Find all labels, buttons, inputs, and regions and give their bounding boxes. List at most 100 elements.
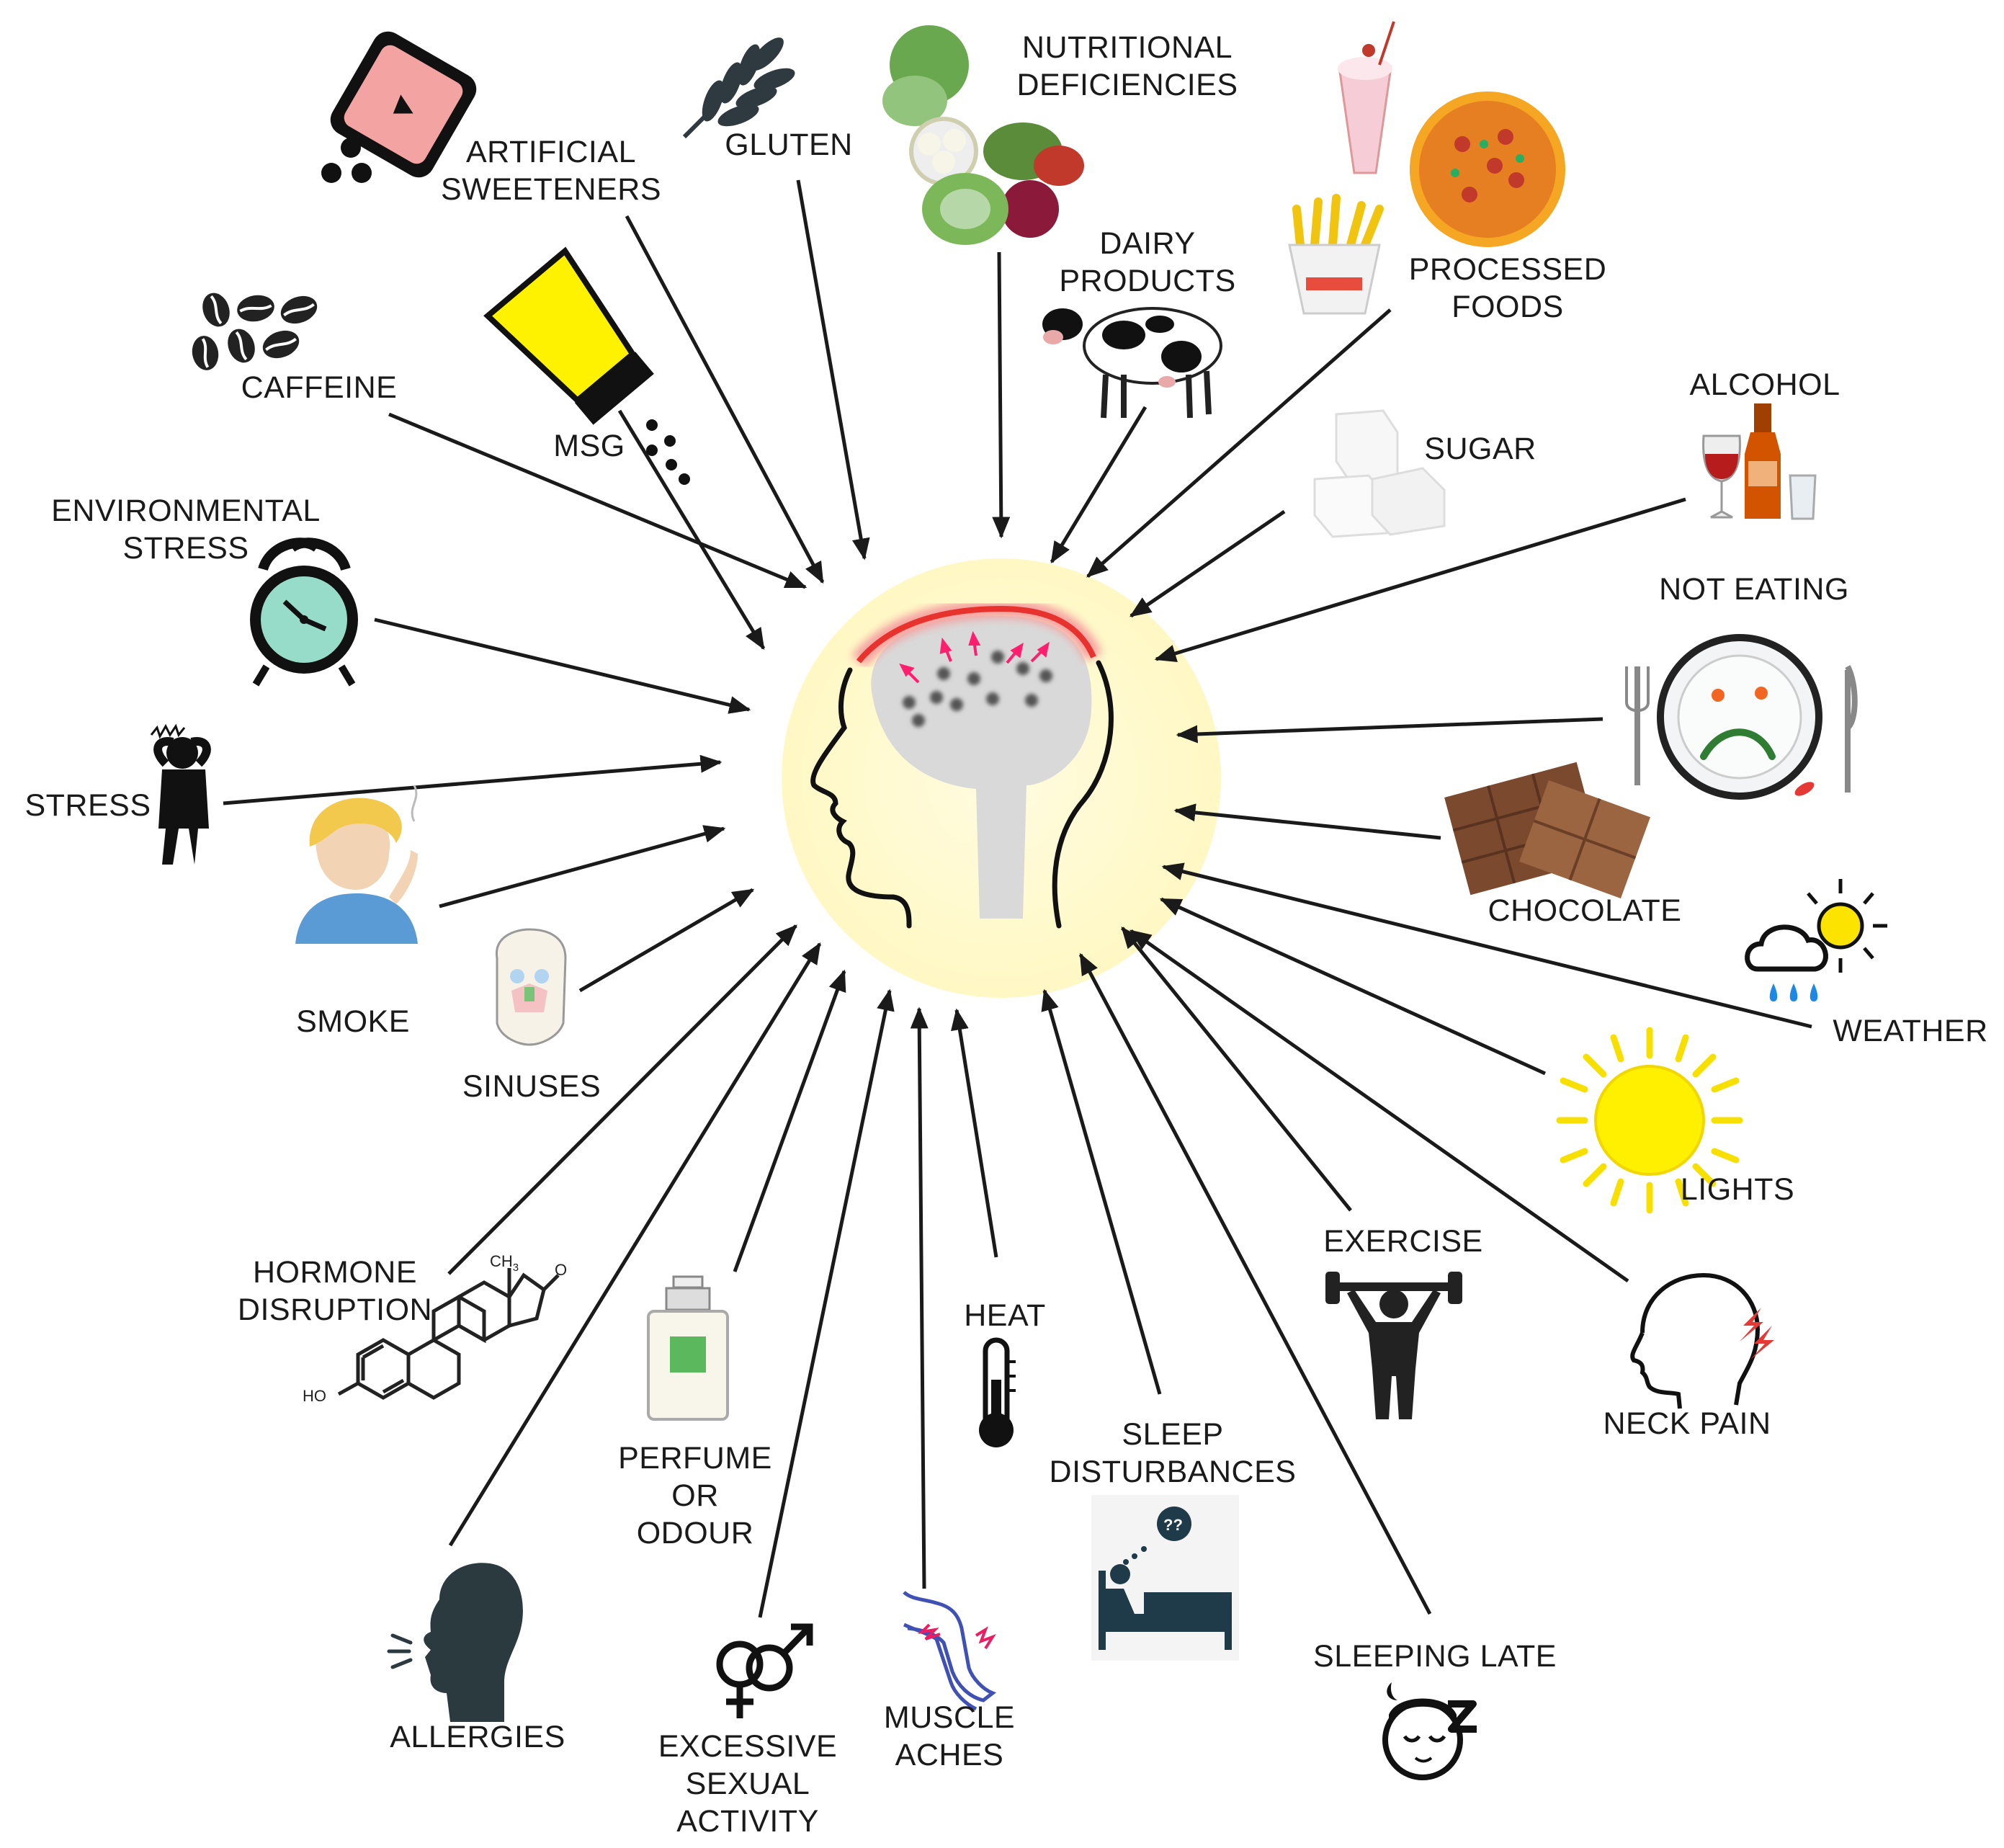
arrow-weather <box>1161 862 1812 1029</box>
label-line: ALLERGIES <box>390 1720 565 1754</box>
sneezing-head-icon <box>387 1563 523 1722</box>
arrow-caffeine <box>388 412 808 589</box>
label-line: WEATHER <box>1833 1014 1987 1048</box>
arrow-alcohol <box>1154 497 1686 663</box>
label-line: MSG <box>553 429 625 463</box>
label-line: ACHES <box>895 1738 1004 1772</box>
label-gluten: GLUTEN <box>725 128 852 162</box>
label-sugar: SUGAR <box>1424 432 1536 466</box>
arrow-environmental-stress <box>374 617 751 714</box>
arrow-nutritional-deficiencies <box>992 251 1011 539</box>
arrow-allergies <box>448 942 822 1547</box>
label-line: NOT EATING <box>1659 572 1849 607</box>
sleeping-face-icon <box>1382 1682 1477 1780</box>
estrone-molecule-icon <box>337 1268 560 1400</box>
label-line: ARTIFICIAL <box>466 135 636 169</box>
arrow-muscle-aches <box>910 1006 929 1589</box>
label-line: CHOCOLATE <box>1488 893 1682 928</box>
arrow-sleeping-late <box>1078 952 1432 1615</box>
label-lights: LIGHTS <box>1681 1172 1794 1207</box>
label-line: GLUTEN <box>725 128 852 162</box>
label-line: SEXUAL <box>686 1767 810 1801</box>
label-allergies: ALLERGIES <box>390 1720 565 1754</box>
label-line: STRESS <box>122 531 249 566</box>
label-not-eating: NOT EATING <box>1659 572 1849 607</box>
label-line: MUSCLE <box>884 1700 1015 1735</box>
alarm-clock-icon <box>250 537 358 687</box>
arrow-sleep-disturbances <box>1041 988 1162 1395</box>
label-line: EXERCISE <box>1323 1224 1482 1259</box>
label-neck-pain: NECK PAIN <box>1603 1406 1771 1441</box>
arrow-neck-pain <box>1129 929 1629 1283</box>
molecule-o: O <box>555 1261 567 1279</box>
label-caffeine: CAFFEINE <box>241 370 398 405</box>
label-chocolate: CHOCOLATE <box>1488 893 1682 928</box>
stressed-person-icon <box>150 723 211 865</box>
arrow-smoke <box>439 825 726 909</box>
label-sleeping-late: SLEEPING LATE <box>1313 1639 1557 1674</box>
head-with-headache-icon <box>810 599 1114 929</box>
arrow-exercise <box>1121 927 1352 1212</box>
arrow-processed-foods <box>1086 308 1392 578</box>
label-line: DEFICIENCIES <box>1016 68 1238 102</box>
label-line: LIGHTS <box>1681 1172 1794 1207</box>
arrow-hormone-disruption <box>447 924 797 1275</box>
label-line: CAFFEINE <box>241 370 398 405</box>
label-line: HORMONE <box>253 1255 417 1290</box>
label-line: EXCESSIVE <box>658 1729 837 1764</box>
label-line: ODOUR <box>637 1516 754 1550</box>
sad-plate-icon <box>1625 634 1858 800</box>
arrow-sugar <box>1129 509 1286 618</box>
label-line: PERFUME <box>618 1441 772 1476</box>
weightlifter-icon <box>1325 1272 1462 1419</box>
label-alcohol: ALCOHOL <box>1689 367 1840 402</box>
chocolate-bar-icon <box>1444 762 1650 899</box>
label-line: DAIRY <box>1099 226 1195 261</box>
sugar-cubes-icon <box>1313 409 1446 538</box>
label-line: ENVIRONMENTAL <box>51 494 321 528</box>
arrow-artificial-sweeteners <box>625 215 825 584</box>
sleepless-bed-icon: ?? <box>1091 1495 1239 1661</box>
label-line: STRESS <box>24 788 151 823</box>
label-line: DISRUPTION <box>238 1293 432 1327</box>
arrow-dairy-products <box>1050 406 1148 564</box>
smoking-woman-icon <box>295 785 418 944</box>
label-line: DISTURBANCES <box>1050 1455 1297 1489</box>
arrow-excessive-sexual <box>758 988 895 1618</box>
salt-shaker-icon <box>483 246 690 485</box>
thermometer-icon <box>979 1337 1016 1447</box>
label-heat: HEAT <box>964 1298 1046 1333</box>
label-line: ACTIVITY <box>676 1804 819 1839</box>
label-line: FOODS <box>1451 290 1563 324</box>
label-line: HEAT <box>964 1298 1046 1333</box>
aching-legs-icon <box>903 1591 997 1711</box>
arrow-stress <box>223 754 723 805</box>
label-sinuses: SINUSES <box>462 1069 601 1104</box>
label-exercise: EXERCISE <box>1323 1224 1482 1259</box>
arrow-not-eating <box>1176 717 1603 744</box>
arrows-layer <box>223 179 1812 1618</box>
label-line: NUTRITIONAL <box>1022 30 1233 65</box>
label-smoke: SMOKE <box>296 1004 410 1039</box>
label-line: PROCESSED <box>1409 252 1607 287</box>
molecule-ch3: CH3 <box>490 1252 519 1274</box>
sun-icon <box>1556 1027 1743 1214</box>
label-line: SMOKE <box>296 1004 410 1039</box>
perfume-bottle-icon <box>647 1275 729 1421</box>
sinus-face-icon <box>496 928 567 1046</box>
label-line: SWEETENERS <box>441 172 661 207</box>
vegetables-icon <box>882 25 1084 245</box>
neck-pain-icon <box>1630 1272 1774 1409</box>
sweetener-packet-icon <box>321 31 477 183</box>
label-stress: STRESS <box>24 788 151 823</box>
fast-food-icon <box>1288 21 1565 315</box>
svg-text:??: ?? <box>1163 1516 1183 1534</box>
